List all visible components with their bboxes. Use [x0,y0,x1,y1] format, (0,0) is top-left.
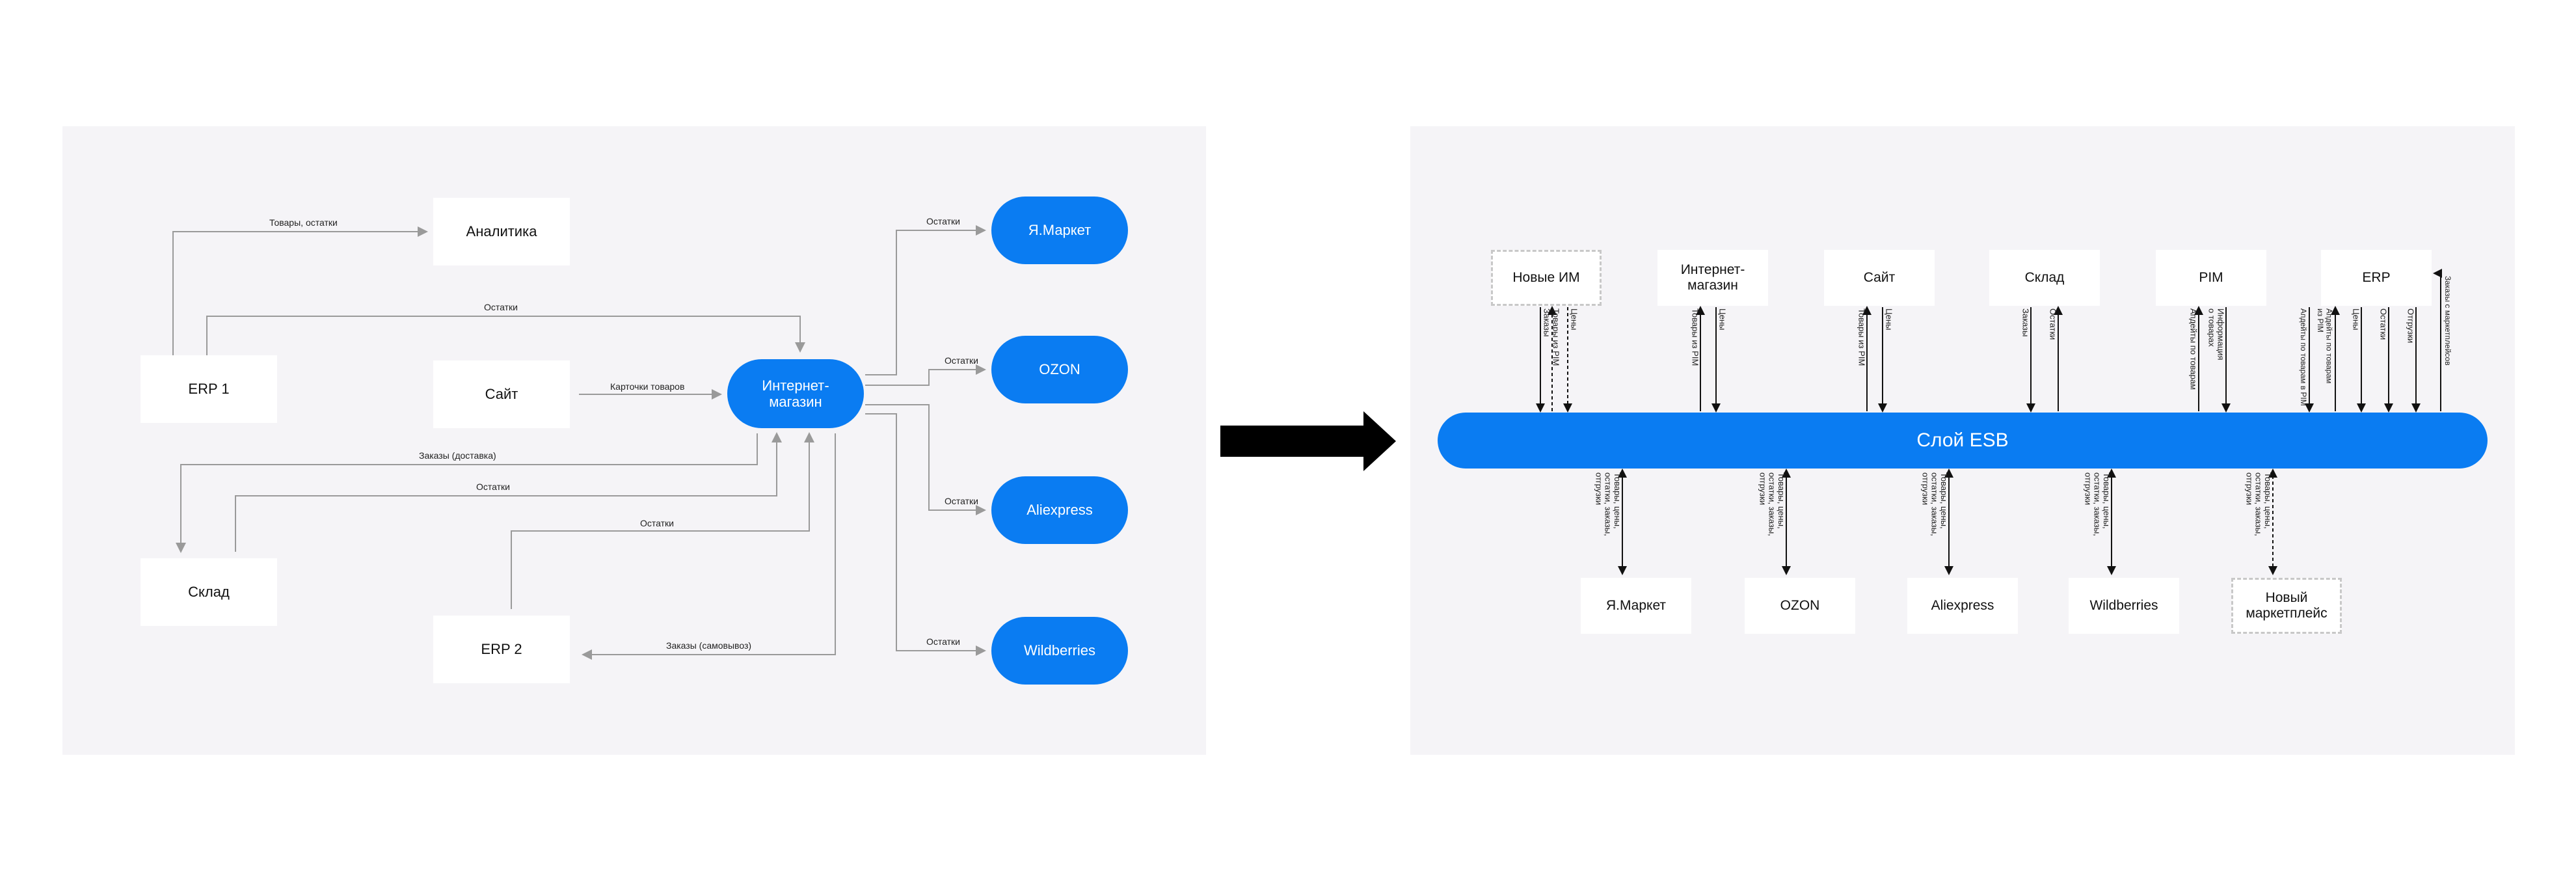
edge-label-warehouse-b: Остатки [2048,308,2058,340]
warehouse-node: Склад [1989,250,2100,306]
analytics-node: Аналитика [433,198,570,265]
edge-label-pim-a: Апдейты по товарам [2188,308,2199,390]
edge-label-product-cards: Карточки товаров [610,381,685,392]
edge-label-erp-b: Апдейты по товарам из PIM [2316,308,2334,384]
edge-label-shop-b: Цены [1717,308,1728,331]
edge-label-stock-ymarket: Остатки [926,216,960,226]
edge-label-orders-delivery: Заказы (доставка) [419,450,496,461]
edge-label-erp-f: Заказы с маркетплейсов [2443,276,2453,366]
aliexpress-node: Aliexpress [1907,578,2018,634]
edge-label-erp-c: Цены [2351,308,2361,331]
online-shop-node: Интернет- магазин [1657,250,1768,306]
edge-label-site-b: Цены [1884,308,1894,331]
erp2-node: ERP 2 [433,616,570,683]
ozon-node: OZON [991,336,1128,403]
edge-label-aliexpress: Товары, цены, остатки, заказы, отгрузки [1920,472,1949,536]
legacy-architecture-panel: Аналитика ERP 1 Сайт Интернет- магазин С… [62,126,1206,755]
pim-node: PIM [2156,250,2266,306]
new-shops-node: Новые ИМ [1491,250,1602,306]
edge-label-stock-aliexpress: Остатки [945,496,978,506]
edge-label-goods-stock: Товары, остатки [269,217,338,228]
warehouse-node: Склад [141,558,277,626]
edge-label-warehouse-a: Заказы [2020,308,2031,337]
esb-architecture-panel: Новые ИМ Интернет- магазин Сайт Склад PI… [1410,126,2515,755]
new-marketplace-node: Новый маркетплейс [2231,578,2342,634]
edge-label-new-shops-b: Цены [1569,308,1579,331]
erp-node: ERP [2321,250,2432,306]
edge-label-erp-a: Апдейты по товарам в PIM [2299,308,2309,406]
edge-label-ozon: Товары, цены, остатки, заказы, отгрузки [1758,472,1786,536]
edge-label-new-shops-a: Товары из PIM Заказы [1542,308,1561,366]
ozon-node: OZON [1745,578,1855,634]
edge-label-shop-a: Товары из PIM [1690,308,1700,366]
edge-label-ymarket: Товары, цены, остатки, заказы, отгрузки [1594,472,1622,536]
edge-label-pim-b: Информация о товарах [2207,308,2226,360]
edge-label-stock-erp1: Остатки [484,302,518,312]
wildberries-node: Wildberries [2069,578,2179,634]
transition-arrow-icon [1220,411,1396,471]
site-node: Сайт [433,360,570,428]
edge-label-stock-wildberries: Остатки [926,636,960,647]
wildberries-node: Wildberries [991,617,1128,685]
online-shop-node: Интернет- магазин [727,359,864,428]
erp1-node: ERP 1 [141,355,277,423]
edge-label-stock-ozon: Остатки [945,355,978,366]
edge-label-wildberries: Товары, цены, остатки, заказы, отгрузки [2083,472,2112,536]
edge-label-erp-e: Отгрузки [2406,308,2416,344]
esb-connectors [1536,269,2442,575]
edge-label-new-marketplace: Товары, цены, остатки, заказы, отгрузки [2244,472,2273,536]
edge-label-stock-warehouse: Остатки [476,482,510,492]
site-node: Сайт [1824,250,1935,306]
edge-label-erp-d: Остатки [2378,308,2389,340]
ymarket-node: Я.Маркет [1581,578,1691,634]
edge-label-site-a: Товары из PIM [1857,308,1867,366]
ymarket-node: Я.Маркет [991,197,1128,264]
legacy-connectors [172,225,986,660]
edge-label-orders-pickup: Заказы (самовывоз) [666,640,752,651]
edge-label-stock-erp2: Остатки [640,518,674,528]
esb-layer-bar: Слой ESB [1438,413,2488,469]
aliexpress-node: Aliexpress [991,476,1128,544]
